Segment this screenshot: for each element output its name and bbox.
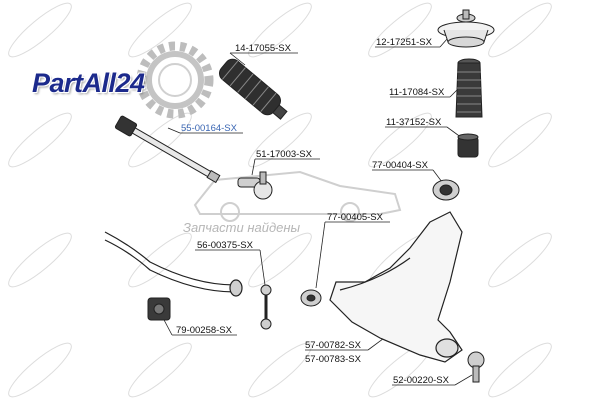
lower-control-arm-part <box>329 211 463 363</box>
steering-boot-part <box>219 58 288 120</box>
label-56-00375-SX[interactable]: 56-00375-SX <box>197 240 253 251</box>
bump-stop-part <box>457 133 479 158</box>
stabilizer-bar-part <box>104 231 243 297</box>
label-79-00258-SX[interactable]: 79-00258-SX <box>176 325 232 336</box>
tie-rod-end-part <box>237 171 273 200</box>
label-57-00783-SX[interactable]: 57-00783-SX <box>305 354 361 365</box>
label-11-37152-SX[interactable]: 11-37152-SX <box>386 117 442 128</box>
stabilizer-link-part <box>260 284 272 330</box>
ball-joint-part <box>467 351 485 383</box>
watermark-car-icon <box>193 170 402 222</box>
arm-bushing-front-part <box>300 289 322 307</box>
watermark-text: Запчасти найдены <box>183 220 301 235</box>
top-mount-part <box>437 9 495 48</box>
stabilizer-bushing-part <box>147 297 171 321</box>
leader-lines <box>162 29 473 386</box>
bump-stop-boot-part <box>455 58 483 118</box>
label-14-17055-SX[interactable]: 14-17055-SX <box>235 43 291 54</box>
label-55-00164-SX[interactable]: 55-00164-SX <box>181 123 237 134</box>
label-51-17003-SX[interactable]: 51-17003-SX <box>256 149 312 160</box>
label-52-00220-SX[interactable]: 52-00220-SX <box>393 375 449 386</box>
arm-bushing-rear-part <box>432 179 460 201</box>
label-77-00405-SX[interactable]: 77-00405-SX <box>327 212 383 223</box>
tie-rod-part <box>114 115 221 184</box>
label-12-17251-SX[interactable]: 12-17251-SX <box>376 37 432 48</box>
label-77-00404-SX[interactable]: 77-00404-SX <box>372 160 428 171</box>
label-11-17084-SX[interactable]: 11-17084-SX <box>389 87 445 98</box>
partall24-logo: PartAll24 <box>32 68 145 98</box>
label-57-00782-SX[interactable]: 57-00782-SX <box>305 340 361 351</box>
gear-icon <box>136 41 214 119</box>
